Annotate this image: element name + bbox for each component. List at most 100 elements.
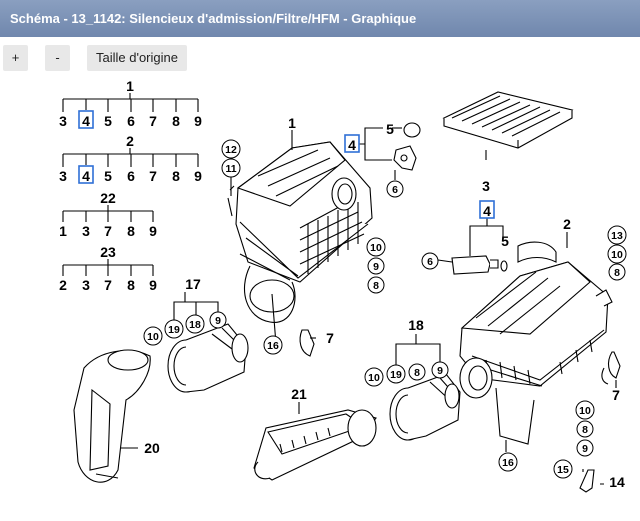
tree23-child[interactable]: 9 (149, 277, 157, 293)
callout-10[interactable]: 10 (370, 242, 382, 254)
callout-15[interactable]: 15 (557, 464, 569, 476)
tree1-child[interactable]: 6 (127, 113, 135, 129)
callout-7[interactable]: 7 (326, 330, 334, 346)
callout-21[interactable]: 21 (291, 386, 307, 402)
callout-circle-8: 8 (408, 363, 426, 381)
callout-circle-6: 6 (421, 252, 439, 270)
callout-19[interactable]: 19 (390, 369, 402, 381)
callout-9[interactable]: 9 (582, 443, 588, 455)
callout-circle-8: 8 (608, 263, 626, 281)
callout-9[interactable]: 9 (373, 261, 379, 273)
callout-1[interactable]: 1 (288, 115, 296, 131)
callout-4-highlighted[interactable]: 4 (348, 137, 356, 153)
callout-circle-8: 8 (576, 420, 594, 438)
callout-circle-19: 19 (164, 319, 184, 339)
highlight-box (344, 134, 360, 153)
callout-16[interactable]: 16 (502, 457, 514, 469)
tree2-child-highlighted[interactable]: 4 (82, 168, 90, 184)
tree2-root[interactable]: 2 (126, 133, 134, 149)
callout-6[interactable]: 6 (392, 184, 398, 196)
tree23-child[interactable]: 2 (59, 277, 67, 293)
callout-19[interactable]: 19 (168, 324, 180, 336)
clip-7-a (299, 329, 315, 357)
tree23-root[interactable]: 23 (100, 244, 116, 260)
bracket-14 (579, 469, 595, 493)
callout-20[interactable]: 20 (144, 440, 160, 456)
air-filter-element (442, 91, 574, 149)
callout-circle-9: 9 (209, 311, 227, 329)
callout-18[interactable]: 18 (189, 319, 201, 331)
callout-13[interactable]: 13 (611, 230, 623, 242)
callout-circle-9: 9 (431, 361, 449, 379)
tree22-child[interactable]: 1 (59, 223, 67, 239)
parts-diagram[interactable]: 1 3 6 5 7 8 9 2 3 5 6 7 8 9 22 1 3 7 8 9… (0, 77, 640, 516)
callout-7[interactable]: 7 (612, 387, 620, 403)
zoom-in-button[interactable]: + (3, 45, 28, 71)
tree1-child-highlighted[interactable]: 4 (82, 113, 90, 129)
sensor-6-right (451, 255, 499, 275)
callout-10[interactable]: 10 (368, 372, 380, 384)
zoom-out-button[interactable]: - (45, 45, 70, 71)
callout-8[interactable]: 8 (373, 280, 379, 292)
callout-circle-15: 15 (553, 459, 573, 479)
seal-ring-5-right (500, 260, 508, 272)
tree22-root[interactable]: 22 (100, 190, 116, 206)
callout-11[interactable]: 11 (225, 163, 236, 175)
tree22-child[interactable]: 8 (127, 223, 135, 239)
tree2-child[interactable]: 7 (149, 168, 157, 184)
callout-circle-10: 10 (607, 244, 627, 264)
tree2-child[interactable]: 6 (127, 168, 135, 184)
airbox-housing-2 (459, 241, 613, 445)
tree1-child[interactable]: 3 (59, 113, 67, 129)
callout-9[interactable]: 9 (215, 315, 221, 327)
callout-10[interactable]: 10 (147, 331, 159, 343)
callout-circle-16: 16 (263, 335, 283, 355)
sensor-6-top (393, 145, 417, 171)
tree23-child[interactable]: 8 (127, 277, 135, 293)
callout-5[interactable]: 5 (501, 233, 509, 249)
original-size-button[interactable]: Taille d'origine (87, 45, 187, 71)
highlight-box (78, 165, 94, 184)
tree1-child[interactable]: 8 (172, 113, 180, 129)
callout-8[interactable]: 8 (414, 367, 420, 379)
callout-circle-9: 9 (367, 257, 385, 275)
air-mass-meter-18 (389, 373, 461, 441)
tree1-child[interactable]: 7 (149, 113, 157, 129)
tree2-child[interactable]: 9 (194, 168, 202, 184)
callout-9[interactable]: 9 (437, 365, 443, 377)
callout-2[interactable]: 2 (563, 216, 571, 232)
callout-8[interactable]: 8 (582, 424, 588, 436)
tree23-child[interactable]: 3 (82, 277, 90, 293)
callout-18[interactable]: 18 (408, 317, 424, 333)
callout-8[interactable]: 8 (614, 267, 620, 279)
tree22-child[interactable]: 3 (82, 223, 90, 239)
tree22-child[interactable]: 9 (149, 223, 157, 239)
tree2-child[interactable]: 8 (172, 168, 180, 184)
callout-circle-10: 10 (575, 400, 595, 420)
highlight-box (78, 110, 94, 129)
tree23-child[interactable]: 7 (104, 277, 112, 293)
air-mass-meter-17 (167, 323, 249, 393)
tree1-child[interactable]: 9 (194, 113, 202, 129)
tree22-child[interactable]: 7 (104, 223, 112, 239)
tree1-root[interactable]: 1 (126, 78, 134, 94)
callout-10[interactable]: 10 (611, 249, 623, 261)
callout-14[interactable]: 14 (609, 474, 625, 490)
tree1-child[interactable]: 5 (104, 113, 112, 129)
seal-ring-5-top (403, 122, 421, 138)
callout-5[interactable]: 5 (386, 121, 394, 137)
intake-duct-21 (253, 409, 377, 481)
callout-10[interactable]: 10 (579, 405, 591, 417)
callout-6[interactable]: 6 (427, 256, 433, 268)
airbox-housing-1 (227, 141, 373, 323)
callout-4-highlighted[interactable]: 4 (483, 203, 491, 219)
callout-16[interactable]: 16 (267, 340, 279, 352)
callout-17[interactable]: 17 (185, 276, 201, 292)
callout-12[interactable]: 12 (225, 144, 237, 156)
window-title: Schéma - 13_1142: Silencieux d'admission… (0, 0, 640, 37)
callout-3[interactable]: 3 (482, 178, 490, 194)
callout-circle-18: 18 (185, 314, 205, 334)
tree2-child[interactable]: 5 (104, 168, 112, 184)
tree2-child[interactable]: 3 (59, 168, 67, 184)
callout-circle-9: 9 (576, 439, 594, 457)
